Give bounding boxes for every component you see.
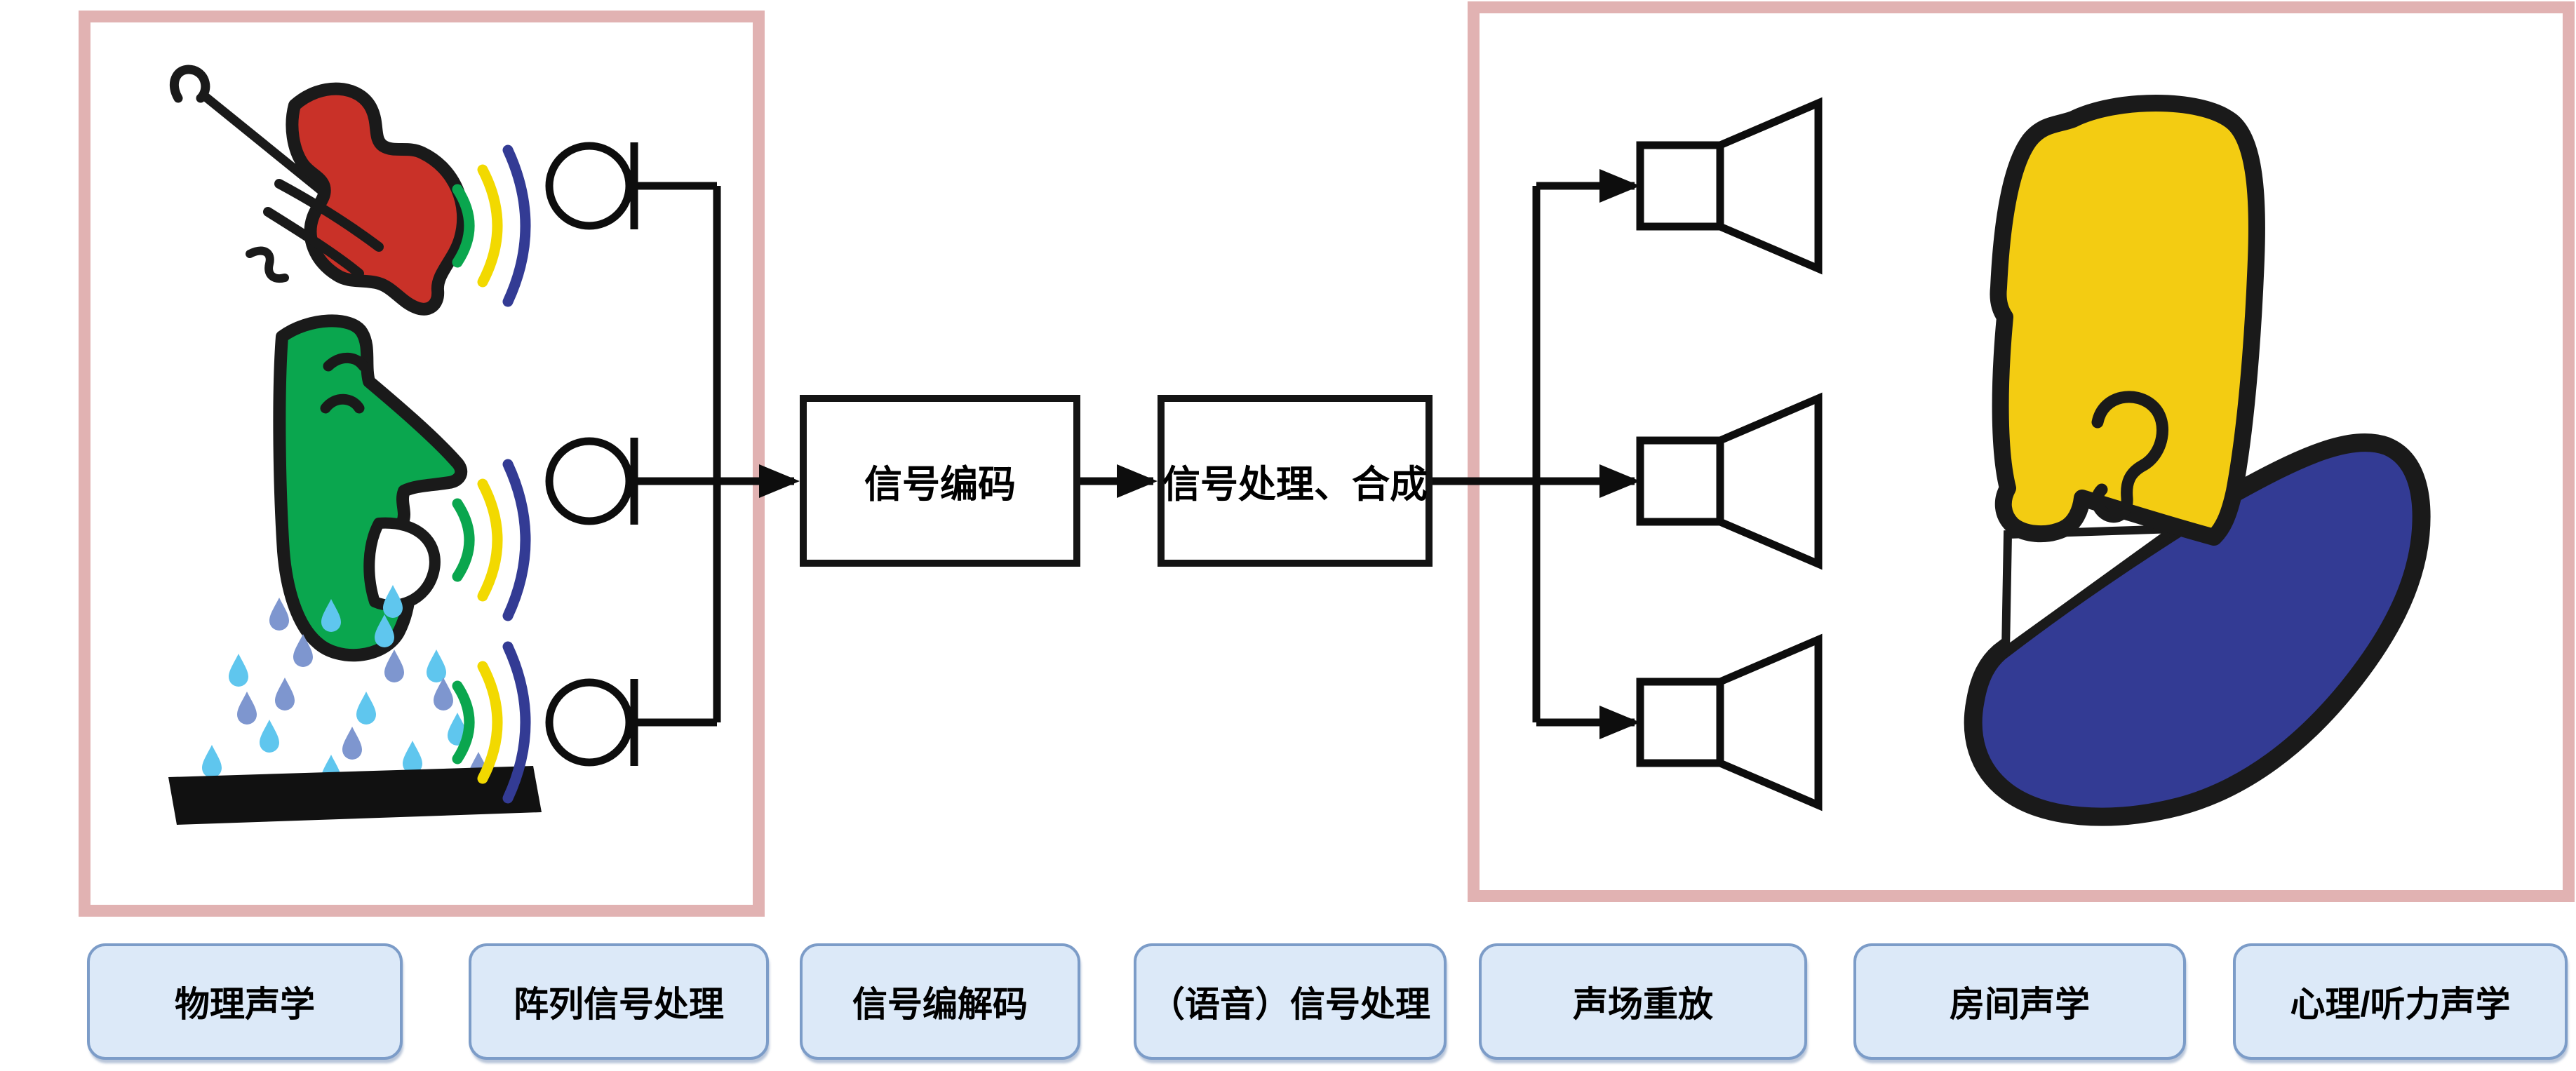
label-text: （语音）信号处理 — [1150, 985, 1430, 1024]
listener-head-icon — [1964, 95, 2431, 826]
label-text: 阵列信号处理 — [514, 985, 724, 1024]
signal-processing-synthesis-label: 信号处理、合成 — [1162, 464, 1428, 506]
label-signal-codec: 信号编解码 — [800, 943, 1080, 1060]
violin-sound-waves — [457, 150, 525, 302]
signal-processing-synthesis-box: 信号处理、合成 — [1158, 395, 1433, 567]
ear-icon — [2091, 391, 2168, 523]
rain-icon — [168, 585, 542, 825]
label-text: 声场重放 — [1573, 985, 1713, 1024]
label-text: 心理/听力声学 — [2290, 985, 2511, 1024]
loudspeaker-icon — [1640, 103, 1818, 269]
label-sound-field-reproduction: 声场重放 — [1479, 943, 1807, 1060]
violin-icon — [170, 65, 470, 316]
arrowhead — [1599, 706, 1640, 739]
playback-listener-panel — [1468, 1, 2575, 902]
speaker-bus-lines — [1433, 182, 1635, 727]
label-speech-signal-processing: （语音）信号处理 — [1134, 943, 1447, 1060]
microphone-icon — [549, 679, 634, 766]
microphone-icon — [549, 142, 634, 229]
loudspeaker-icon — [1640, 640, 1818, 805]
label-text: 物理声学 — [175, 985, 315, 1024]
label-physical-acoustics: 物理声学 — [87, 943, 403, 1060]
label-text: 信号编解码 — [852, 985, 1028, 1024]
shirt-collar — [2001, 524, 2189, 659]
label-text: 房间声学 — [1950, 985, 2090, 1024]
mic-bus-lines — [634, 182, 794, 727]
speech-sound-waves — [457, 464, 525, 616]
sound-sources-panel — [79, 11, 765, 917]
label-room-acoustics: 房间声学 — [1853, 943, 2186, 1060]
signal-encoding-label: 信号编码 — [864, 464, 1016, 506]
label-psycho-auditory-acoustics: 心理/听力声学 — [2233, 943, 2568, 1060]
arrowhead — [1117, 464, 1158, 498]
ground-slab — [168, 766, 542, 825]
microphone-icon — [549, 438, 634, 525]
signal-encoding-box: 信号编码 — [800, 395, 1080, 567]
loudspeaker-icon — [1640, 398, 1818, 564]
arrowhead — [1599, 169, 1640, 203]
speaking-face-icon — [273, 314, 468, 662]
arrowhead — [759, 464, 800, 498]
label-array-signal-processing: 阵列信号处理 — [469, 943, 769, 1060]
arrowhead — [1599, 464, 1640, 498]
